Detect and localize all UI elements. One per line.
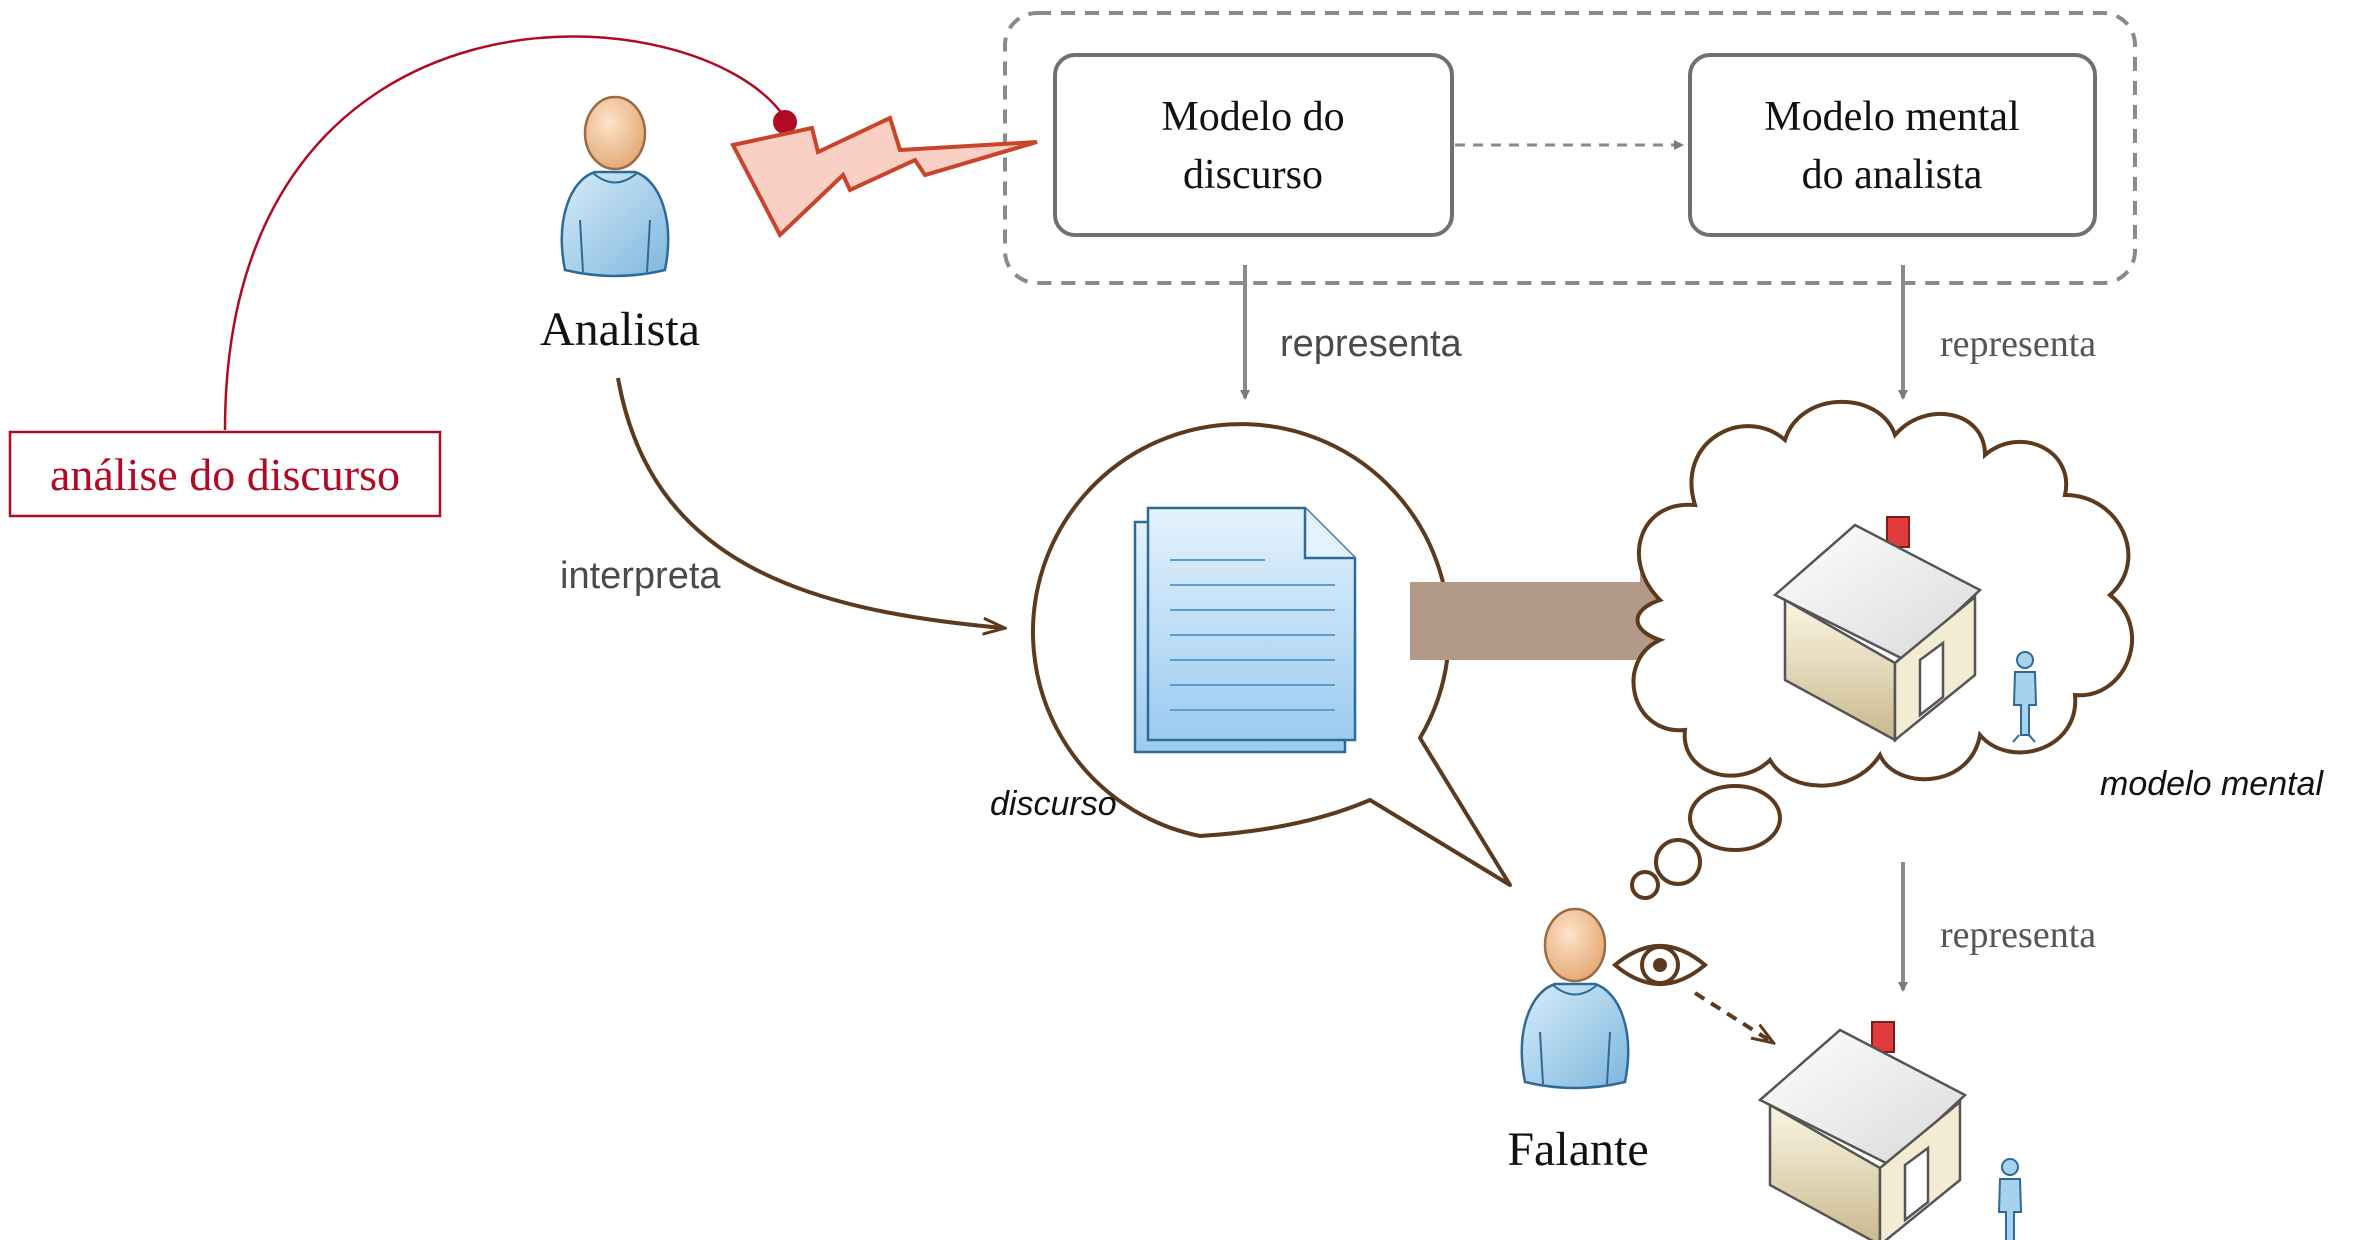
modelo-mental-analista-box: [1688, 53, 2097, 237]
thought-bubble-2: [1654, 838, 1702, 886]
lightning-bolt-icon: [730, 115, 1038, 239]
analise-label: análise do discurso: [50, 449, 400, 500]
falante-label: Falante: [1507, 1123, 1648, 1176]
analista-person-icon: [560, 95, 670, 278]
representa-label-2: representa: [1940, 323, 2096, 365]
document-icon: [1133, 506, 1357, 754]
thought-bubble-3: [1630, 870, 1660, 900]
falante-person-icon: [1520, 907, 1630, 1090]
gaze-dashed-arrow: [1693, 991, 1772, 1042]
analise-connector: [223, 35, 787, 431]
eye-icon: [1611, 944, 1709, 986]
analista-label: Analista: [540, 303, 700, 356]
discurso-label: discurso: [990, 785, 1117, 823]
analise-connector-dot: [773, 110, 797, 134]
model-group-boundary: [1003, 11, 2137, 285]
thought-bubble-1: [1688, 784, 1782, 852]
analise-box: [8, 430, 442, 518]
modelo-discurso-label-1: Modelo do: [1161, 94, 1344, 140]
representa-label-3: representa: [1940, 914, 2096, 956]
house-icon-real: [1758, 1020, 1967, 1240]
modelo-discurso-box: [1053, 53, 1454, 237]
tiny-person-icon-real: [1997, 1158, 2022, 1240]
interpreta-arrow: [616, 377, 1003, 628]
modelo-mental-analista-label-1: Modelo mental: [1764, 94, 2019, 140]
interpreta-label: interpreta: [560, 555, 721, 597]
modelo-discurso-label-2: discurso: [1183, 152, 1323, 198]
modelo-mental-analista-label-2: do analista: [1802, 152, 1983, 198]
representa-label-1: representa: [1280, 323, 1463, 365]
modelo-mental-label: modelo mental: [2100, 765, 2324, 803]
